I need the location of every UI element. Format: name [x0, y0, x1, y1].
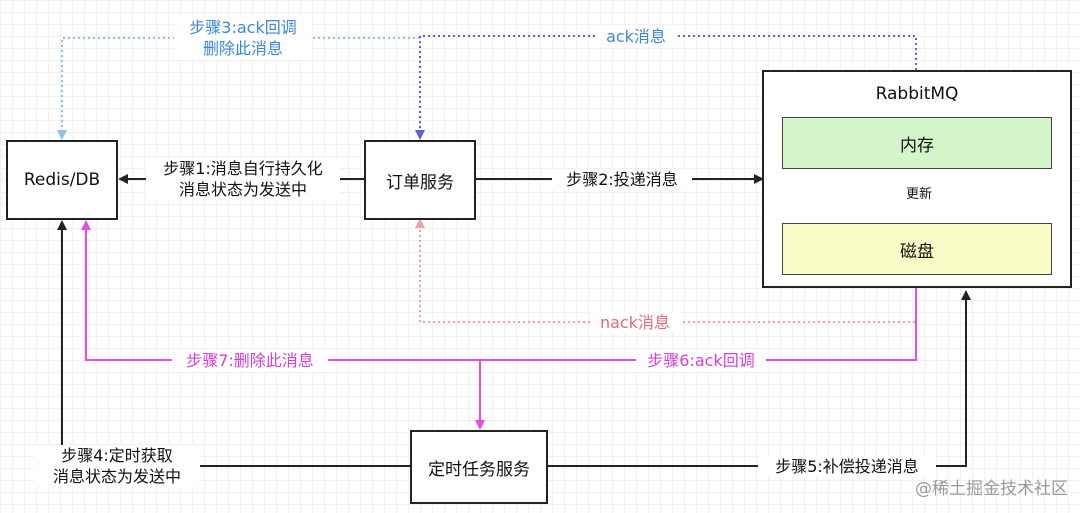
step2-label: 步骤2:投递消息 [552, 169, 692, 190]
step3-label-line2: 删除此消息 [202, 39, 283, 58]
step7-label: 步骤7:删除此消息 [172, 350, 328, 371]
nack-label: nack消息 [590, 312, 680, 333]
update-label: 更新 [899, 186, 939, 203]
step1-label-line1: 步骤1:消息自行持久化 [163, 159, 323, 178]
step1-label: 步骤1:消息自行持久化 消息状态为发送中 [146, 158, 340, 200]
ack-label: ack消息 [596, 26, 676, 47]
memory-label: 内存 [900, 135, 934, 156]
scheduled-task-node: 定时任务服务 [410, 430, 548, 504]
scheduled-task-label: 定时任务服务 [428, 459, 530, 480]
step6-label: 步骤6:ack回调 [636, 350, 766, 371]
step5-label: 步骤5:补偿投递消息 [758, 456, 936, 477]
order-service-label: 订单服务 [386, 172, 454, 193]
step3-label: 步骤3:ack回调 删除此消息 [174, 17, 312, 59]
step3-label-line1: 步骤3:ack回调 [189, 18, 297, 37]
rabbitmq-label: RabbitMQ [875, 84, 959, 104]
edge-step5 [548, 290, 971, 467]
step1-label-line2: 消息状态为发送中 [178, 180, 307, 199]
step4-label-line2: 消息状态为发送中 [52, 467, 181, 486]
step4-label: 步骤4:定时获取 消息状态为发送中 [34, 445, 200, 487]
step4-label-line1: 步骤4:定时获取 [61, 446, 173, 465]
edge-step4 [57, 220, 410, 467]
edge-step7 [81, 220, 480, 361]
redis-db-label: Redis/DB [23, 170, 101, 190]
memory-block: 内存 [782, 117, 1052, 169]
order-service-node: 订单服务 [364, 140, 476, 220]
disk-block: 磁盘 [782, 223, 1052, 275]
redis-db-node: Redis/DB [6, 140, 118, 220]
disk-label: 磁盘 [900, 241, 934, 262]
watermark-text: @稀土掘金技术社区 [915, 479, 1068, 499]
